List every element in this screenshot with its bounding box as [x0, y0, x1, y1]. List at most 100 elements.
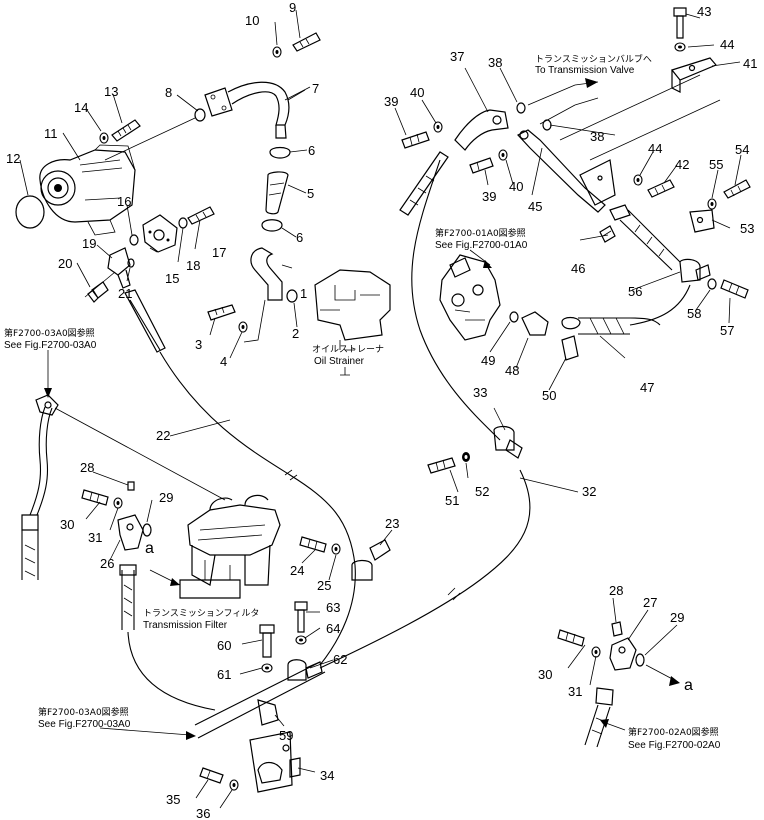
note-ref-03-top-en: See Fig.F2700-03A0 [4, 340, 97, 351]
note-ref-03-bottom-en: See Fig.F2700-03A0 [38, 719, 131, 730]
hose-fitting-left-filter [119, 564, 137, 576]
pipe-left-2 [36, 407, 53, 516]
part-label-38a: 38 [488, 55, 502, 70]
part-label-53: 53 [740, 221, 754, 236]
bolt-9 [292, 32, 321, 52]
part-label-8: 8 [165, 85, 172, 100]
note-valve-jp: トランスミッションバルブへ [535, 53, 652, 65]
hose-to-59 [127, 631, 216, 711]
part-label-13: 13 [104, 84, 118, 99]
clamp-33 [493, 425, 523, 459]
part-label-55: 55 [709, 157, 723, 172]
clamp-6-upper [269, 146, 291, 159]
clamp-23 [351, 539, 391, 581]
bracket-34 [249, 731, 301, 793]
strainer-pointer [340, 367, 350, 376]
part-label-35: 35 [166, 792, 180, 807]
arrow-to-valve-lines [574, 81, 599, 106]
part-label-60: 60 [217, 638, 231, 653]
hose-left-filter [121, 570, 135, 630]
hose-47-tail [629, 284, 691, 326]
hose-fitting-right [595, 687, 614, 706]
part-number-labels: 1 2 3 4 5 6 6 7 8 9 10 11 12 13 14 15 16… [6, 0, 757, 820]
nut-46 [599, 225, 616, 243]
tube-1 [250, 247, 283, 301]
washer-44-top [674, 42, 686, 52]
note-ref-02-jp: 第F2700-02A0図参照 [628, 726, 719, 738]
washer-18 [178, 217, 188, 229]
part-label-12: 12 [6, 151, 20, 166]
hose-right [584, 704, 611, 748]
note-ref-03-bottom-jp: 第F2700-03A0図参照 [38, 706, 129, 718]
part-label-9: 9 [289, 0, 296, 15]
part-label-29b: 29 [670, 610, 684, 625]
fitting-left-bottom [21, 514, 39, 531]
bolt-42 [647, 179, 675, 198]
washer-55 [707, 198, 717, 210]
elbow-48 [521, 311, 549, 336]
part-label-15: 15 [165, 271, 179, 286]
hose-22-end [129, 299, 161, 351]
bolt-63 [294, 601, 308, 633]
bolt-39-lower [469, 157, 494, 174]
leader-20 [84, 271, 116, 298]
clamp-56 [679, 258, 711, 283]
o-ring-12 [15, 195, 45, 229]
hose-left-lines [24, 544, 36, 577]
part-label-28b: 28 [609, 583, 623, 598]
part-label-42: 42 [675, 157, 689, 172]
washer-36 [229, 779, 239, 791]
tube-45 [517, 129, 616, 213]
plug-28-right [611, 621, 623, 637]
part-label-56: 56 [628, 284, 642, 299]
washer-14 [99, 132, 109, 144]
o-ring-29-right [635, 653, 645, 667]
hose-left-lower [21, 530, 39, 580]
plug-50 [561, 335, 579, 361]
part-label-1: 1 [300, 286, 307, 301]
tube-37 [454, 109, 509, 151]
part-label-45: 45 [528, 199, 542, 214]
ref-bottom-arrow [186, 731, 196, 740]
part-label-57: 57 [720, 323, 734, 338]
part-label-49: 49 [481, 353, 495, 368]
washer-31-right [591, 646, 601, 658]
transmission-valve [439, 254, 501, 341]
bolt-51 [427, 457, 456, 474]
o-ring-49 [509, 311, 519, 323]
o-ring-38-upper [516, 102, 526, 114]
part-label-46: 46 [571, 261, 585, 276]
part-label-34: 34 [320, 768, 334, 783]
break-22 [284, 469, 298, 481]
part-label-14: 14 [74, 100, 88, 115]
part-label-51: 51 [445, 493, 459, 508]
hose-32-upper [411, 159, 501, 441]
part-label-23: 23 [385, 516, 399, 531]
part-label-5: 5 [307, 186, 314, 201]
bolt-60 [259, 624, 275, 658]
leader-bracket-41-b [589, 99, 721, 161]
oil-strainer [314, 269, 391, 351]
washer-31-left [113, 497, 123, 509]
part-label-61: 61 [217, 667, 231, 682]
part-label-32: 32 [582, 484, 596, 499]
part-label-50: 50 [542, 388, 556, 403]
part-label-22: 22 [156, 428, 170, 443]
note-ref-03-top-jp: 第F2700-03A0図参照 [4, 327, 95, 339]
part-label-39a: 39 [384, 94, 398, 109]
note-valve-en: To Transmission Valve [535, 65, 635, 76]
part-label-39b: 39 [482, 189, 496, 204]
note-ref-01-en: See Fig.F2700-01A0 [435, 240, 528, 251]
leader-pump-8 [104, 117, 196, 161]
plug-28-left [127, 481, 135, 491]
part-label-29a: 29 [159, 490, 173, 505]
bolt-3 [207, 304, 236, 321]
bolt-54 [723, 179, 751, 199]
washer-58 [707, 278, 717, 290]
part-label-21: 21 [118, 286, 132, 301]
part-label-38b: 38 [590, 129, 604, 144]
part-label-40a: 40 [410, 85, 424, 100]
bracket-41 [670, 57, 717, 93]
part-label-62: 62 [333, 652, 347, 667]
